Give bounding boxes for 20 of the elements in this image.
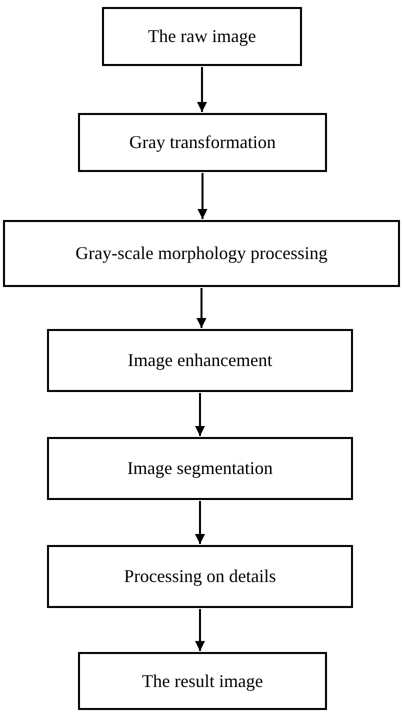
process-box [3, 220, 400, 287]
box-label: Processing on details [123, 565, 277, 588]
arrow [195, 501, 205, 544]
box-label: The result image [141, 670, 264, 692]
arrow [195, 609, 205, 651]
arrow [195, 393, 205, 436]
process-box [102, 7, 302, 66]
box-label: Image enhancement [126, 349, 274, 372]
arrow [196, 288, 206, 328]
box-label: Gray-scale morphology processing [74, 242, 328, 265]
arrow [198, 173, 208, 219]
process-box [78, 652, 327, 710]
process-box [47, 329, 353, 392]
process-box [47, 545, 353, 608]
box-label: Gray transformation [128, 131, 277, 154]
process-box [47, 437, 353, 500]
box-label: Image segmentation [126, 457, 274, 480]
process-box [78, 113, 327, 172]
arrow [197, 67, 207, 112]
box-label: The raw image [147, 25, 257, 48]
